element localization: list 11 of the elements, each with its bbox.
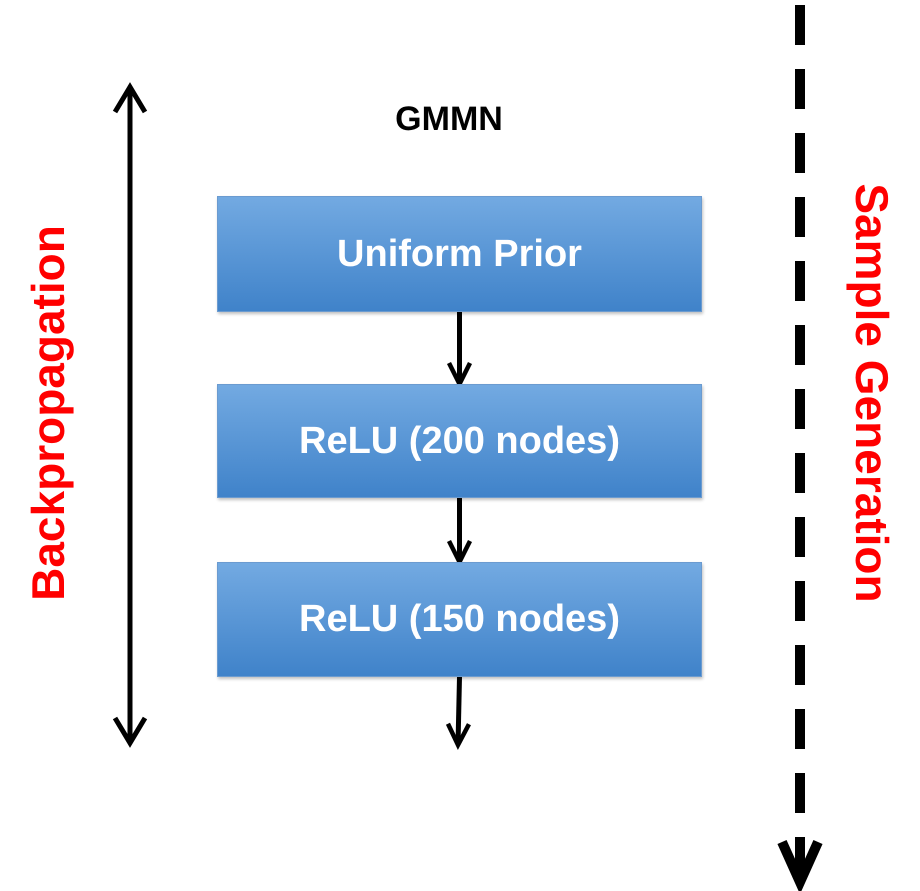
layer-label: ReLU (150 nodes) bbox=[299, 598, 620, 641]
layer-box bbox=[217, 384, 702, 498]
direction-label: Sample Generation bbox=[849, 182, 895, 605]
layer-box bbox=[217, 562, 702, 677]
layer-box bbox=[217, 196, 702, 312]
layer-label: ReLU (200 nodes) bbox=[299, 420, 620, 462]
arrow bbox=[446, 676, 472, 748]
arrow bbox=[446, 498, 472, 564]
arrow bbox=[446, 312, 472, 386]
diagram-title: GMMN bbox=[394, 100, 504, 139]
layer-label: Uniform Prior bbox=[337, 232, 582, 276]
